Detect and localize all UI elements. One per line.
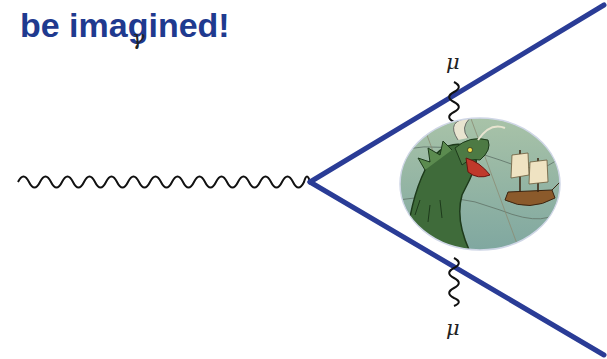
muon-label: μ: [446, 318, 460, 339]
oval-frame: [400, 118, 560, 250]
muon-label: μ: [446, 52, 460, 73]
sea-monster-illustration: [398, 116, 563, 252]
photon-label: γ: [132, 28, 145, 49]
slide-title: be imagined!: [20, 8, 230, 42]
photon-wiggle: [449, 258, 459, 306]
photon-line: [18, 176, 310, 187]
